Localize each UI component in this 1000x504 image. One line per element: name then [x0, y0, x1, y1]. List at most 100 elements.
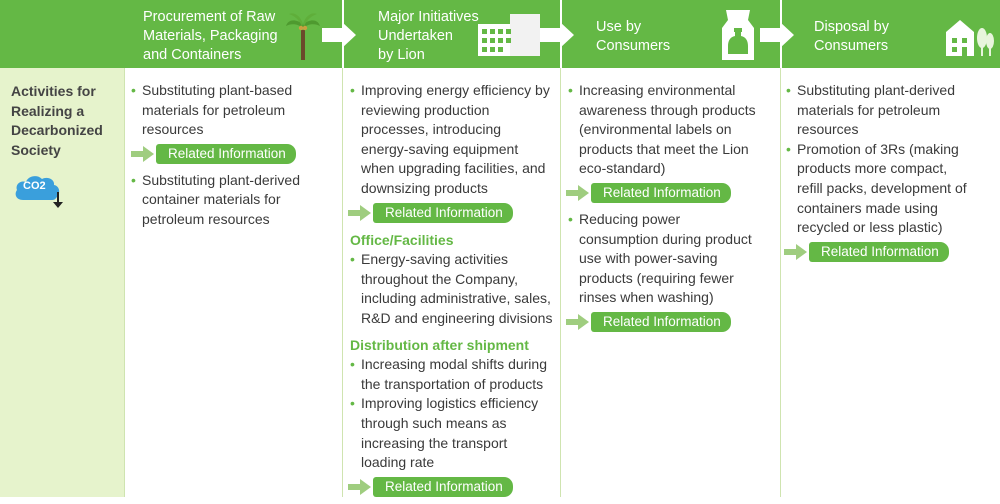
palm-tree-icon: [286, 13, 320, 60]
related-information-link[interactable]: Related Information: [348, 203, 556, 224]
text-line: R&D and engineering divisions: [361, 309, 553, 326]
related-information-button[interactable]: Related Information: [591, 312, 731, 333]
text-line: products (requiring fewer: [579, 269, 734, 286]
list-item: • Substituting plant-based materials for…: [131, 81, 336, 140]
text-line: use with power-saving: [579, 250, 718, 267]
bullet: •: [350, 395, 355, 412]
title-line: Materials, Packaging: [143, 28, 278, 44]
stage-disposal-title: Disposal by Consumers: [814, 18, 889, 56]
list-item: • Improving energy efficiency by reviewi…: [350, 81, 556, 199]
text-line: downsizing products: [361, 179, 488, 196]
title-line: Disposal by: [814, 19, 889, 35]
text-line: the transportation of products: [361, 375, 544, 392]
text-line: throughout the Company,: [361, 270, 518, 287]
text-line: Reducing power: [579, 210, 681, 227]
text-line: Improving energy efficiency by: [361, 82, 550, 98]
factory-building-icon: [478, 14, 540, 56]
text-line: resources: [142, 121, 204, 138]
related-information-link[interactable]: Related Information: [784, 242, 996, 263]
text-line: through such means as: [361, 414, 507, 431]
column-divider: [342, 68, 343, 497]
use-column: • Increasing environmental awareness thr…: [566, 81, 776, 339]
text-line: Promotion of 3Rs (making: [797, 140, 959, 157]
text-line: Substituting plant-derived: [142, 171, 300, 188]
text-line: including administrative, sales,: [361, 290, 551, 307]
text-line: reviewing production: [361, 101, 490, 118]
related-information-button[interactable]: Related Information: [809, 242, 949, 263]
column-divider: [560, 68, 561, 497]
text-line: Substituting plant-derived: [797, 82, 955, 98]
text-line: recycled or less plastic): [797, 219, 943, 236]
text-line: processes, introducing: [361, 121, 502, 138]
arrow-right-icon: [566, 314, 589, 331]
list-item: • Increasing environmental awareness thr…: [568, 81, 776, 179]
related-information-link[interactable]: Related Information: [566, 312, 776, 333]
header-divider: [342, 0, 344, 68]
bullet: •: [131, 171, 136, 188]
related-information-link[interactable]: Related Information: [348, 477, 556, 498]
related-information-button[interactable]: Related Information: [373, 203, 513, 224]
column-divider: [124, 68, 125, 497]
stage-use-header: Use by Consumers: [596, 0, 726, 68]
text-line: refill packs, development of: [797, 179, 967, 196]
related-information-link[interactable]: Related Information: [131, 144, 336, 165]
arrow-right-icon: [784, 244, 807, 261]
header-divider: [560, 0, 562, 68]
text-line: rinses when washing): [579, 289, 714, 306]
title-line: Undertaken: [378, 28, 453, 44]
stage-procurement-title: Procurement of Raw Materials, Packaging …: [143, 8, 278, 65]
title-line: Consumers: [596, 38, 671, 54]
bullet: •: [568, 82, 573, 98]
text-line: Energy-saving activities: [361, 251, 509, 268]
row-label-cell: Activities for Realizing a Decarbonized …: [0, 68, 124, 497]
text-line: containers made using: [797, 199, 938, 216]
text-line: when upgrading facilities, and: [361, 160, 546, 177]
text-line: awareness through products: [579, 101, 756, 118]
procurement-column: • Substituting plant-based materials for…: [131, 81, 336, 230]
text-line: resources: [797, 121, 859, 138]
office-facilities-heading: Office/Facilities: [350, 231, 454, 248]
bullet: •: [350, 251, 355, 268]
title-line: Procurement of Raw: [143, 9, 276, 25]
title-line: and Containers: [143, 47, 242, 63]
related-information-link[interactable]: Related Information: [566, 183, 776, 204]
list-item: • Improving logistics efficiency through…: [350, 394, 556, 472]
list-item: • Substituting plant-derived container m…: [131, 171, 336, 230]
flow-arrow-icon: [760, 22, 794, 48]
initiatives-column: • Improving energy efficiency by reviewi…: [348, 81, 556, 504]
bullet: •: [786, 82, 791, 98]
header-band: Procurement of Raw Materials, Packaging …: [0, 0, 1000, 68]
list-item: • Reducing power consumption during prod…: [568, 210, 776, 308]
title-line: Use by: [596, 19, 642, 35]
text-line: eco-standard): [579, 160, 666, 177]
title-line: Consumers: [814, 38, 889, 54]
text-line: increasing the transport: [361, 434, 508, 451]
bullet: •: [350, 82, 355, 98]
bullet: •: [131, 82, 136, 98]
header-divider: [780, 0, 782, 68]
co2-label: CO2: [23, 180, 46, 192]
stage-initiatives-header: Major Initiatives Undertaken by Lion: [378, 0, 518, 68]
list-item: • Promotion of 3Rs (making products more…: [786, 140, 996, 238]
list-item: • Energy-saving activities throughout th…: [350, 250, 556, 328]
list-item: • Increasing modal shifts during the tra…: [350, 355, 556, 394]
distribution-heading: Distribution after shipment: [350, 336, 529, 353]
title-line: by Lion: [378, 47, 425, 63]
arrow-right-icon: [348, 479, 371, 496]
text-line: (environmental labels on: [579, 121, 732, 138]
bullet: •: [786, 140, 791, 157]
text-line: products more compact,: [797, 160, 948, 177]
text-line: Increasing environmental: [579, 82, 736, 98]
flow-arrow-icon: [540, 22, 574, 48]
stage-procurement-header: Procurement of Raw Materials, Packaging …: [143, 0, 343, 68]
house-trees-icon: [946, 20, 994, 56]
co2-cloud-icon: [15, 176, 63, 208]
related-information-button[interactable]: Related Information: [156, 144, 296, 165]
related-information-button[interactable]: Related Information: [373, 477, 513, 498]
bullet: •: [350, 356, 355, 373]
detergent-bottle-icon: [722, 10, 754, 60]
list-item: • Substituting plant-derived materials f…: [786, 81, 996, 140]
related-information-button[interactable]: Related Information: [591, 183, 731, 204]
row-label: Activities for Realizing a Decarbonized …: [11, 83, 103, 158]
